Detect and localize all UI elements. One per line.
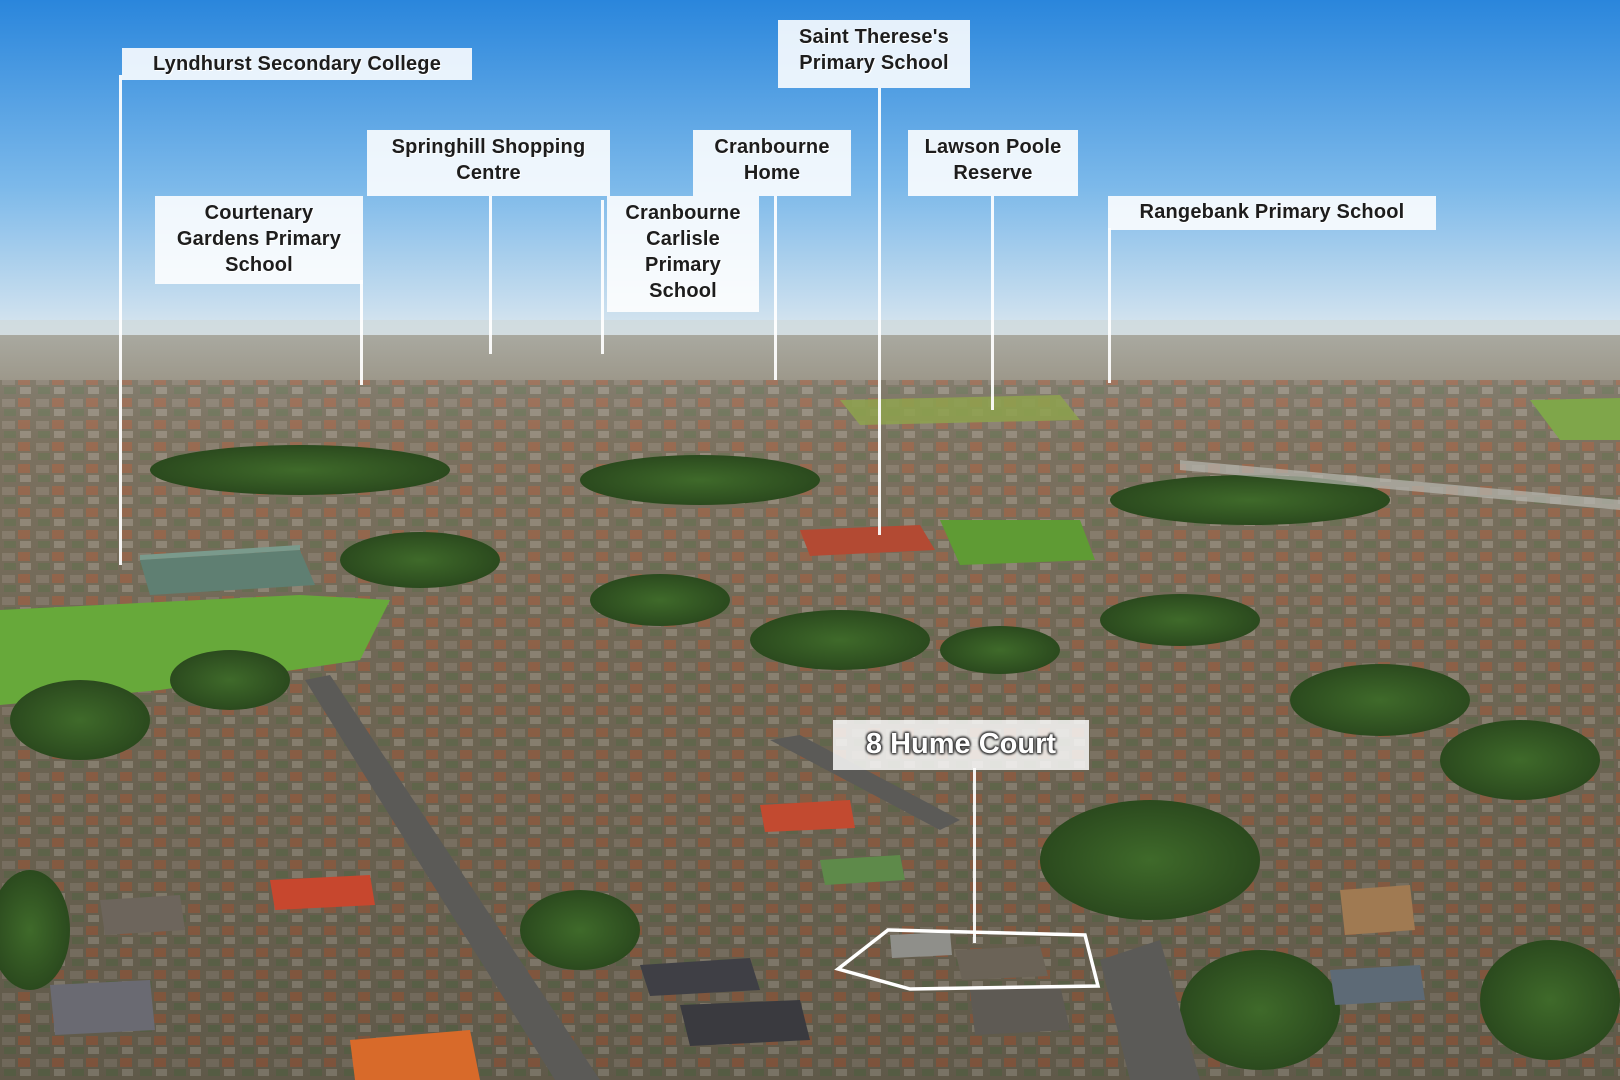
leader-line-property: [973, 768, 976, 943]
label-springhill-shopping-centre: Springhill Shopping Centre: [367, 130, 610, 196]
label-cranbourne-home: Cranbourne Home: [693, 130, 851, 196]
leader-line-saint-therese: [878, 88, 881, 535]
label-property-8-hume-court: 8 Hume Court: [833, 720, 1089, 770]
leader-line-cranbourne-carlisle: [601, 200, 604, 354]
property-boundary-outline: [834, 928, 1101, 991]
label-lyndhurst-secondary-college: Lyndhurst Secondary College: [122, 48, 472, 80]
leader-line-lyndhurst: [119, 75, 122, 565]
leader-line-cranbourne-home: [774, 196, 777, 380]
label-saint-therese-primary-school: Saint Therese's Primary School: [778, 20, 970, 88]
label-lawson-poole-reserve: Lawson Poole Reserve: [908, 130, 1078, 196]
leader-line-courtenary: [360, 280, 363, 385]
leader-line-rangebank: [1108, 228, 1111, 383]
leader-line-springhill: [489, 196, 492, 354]
label-rangebank-primary-school: Rangebank Primary School: [1108, 196, 1436, 230]
label-courtenary-gardens-primary-school: Courtenary Gardens Primary School: [155, 196, 363, 284]
label-cranbourne-carlisle-primary-school: Cranbourne Carlisle Primary School: [607, 196, 759, 312]
leader-line-lawson-poole: [991, 196, 994, 410]
